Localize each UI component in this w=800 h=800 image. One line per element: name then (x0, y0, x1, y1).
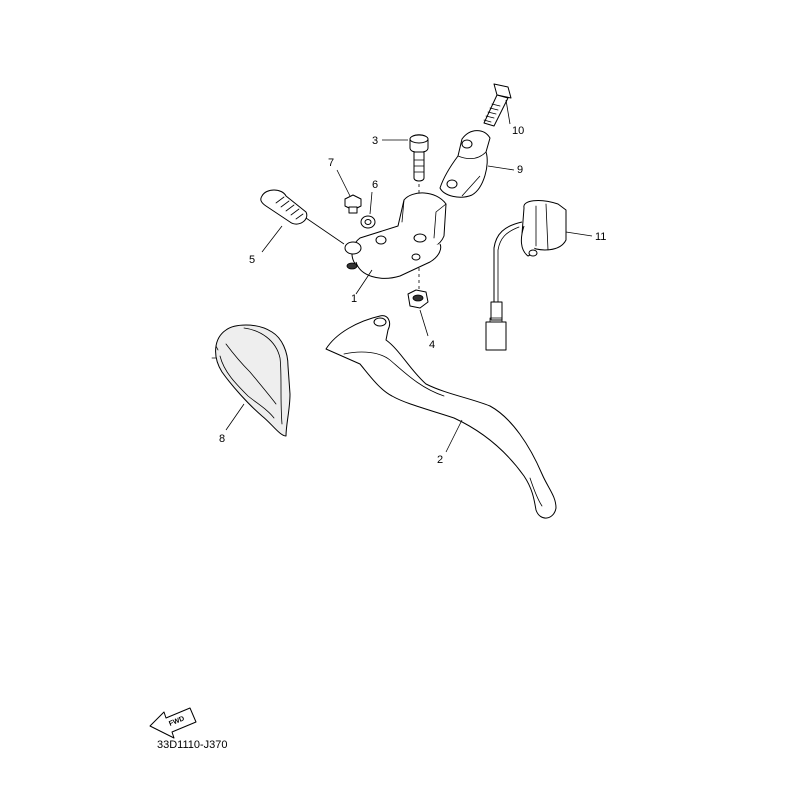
callout-5: 5 (249, 254, 255, 266)
callout-3: 3 (372, 135, 378, 147)
callout-labels: 1 2 3 4 5 6 7 8 9 10 11 (219, 125, 606, 466)
part-pivot-bolt[interactable] (409, 134, 429, 182)
part-nut[interactable] (407, 289, 429, 309)
part-lever[interactable] (325, 315, 557, 519)
part-holder-clamp[interactable] (439, 130, 491, 198)
callout-11: 11 (595, 231, 606, 243)
callout-7: 7 (328, 157, 334, 169)
part-switch[interactable] (485, 200, 567, 351)
part-clamp-bolt[interactable] (483, 83, 512, 127)
callout-8: 8 (219, 433, 225, 445)
callout-6: 6 (372, 179, 378, 191)
callout-10: 10 (512, 125, 524, 137)
part-lever-bracket[interactable] (344, 192, 447, 279)
part-small-nut[interactable] (360, 215, 376, 229)
callout-1: 1 (351, 293, 357, 305)
fwd-arrow-icon: FWD (149, 707, 197, 739)
part-adjuster[interactable] (260, 189, 345, 245)
callout-9: 9 (517, 164, 523, 176)
part-code: 33D1110-J370 (157, 739, 228, 751)
callout-2: 2 (437, 454, 443, 466)
part-lever-cover[interactable] (211, 324, 291, 437)
part-screw[interactable] (344, 194, 362, 214)
callout-4: 4 (429, 339, 435, 351)
leader-lines (225, 99, 593, 453)
